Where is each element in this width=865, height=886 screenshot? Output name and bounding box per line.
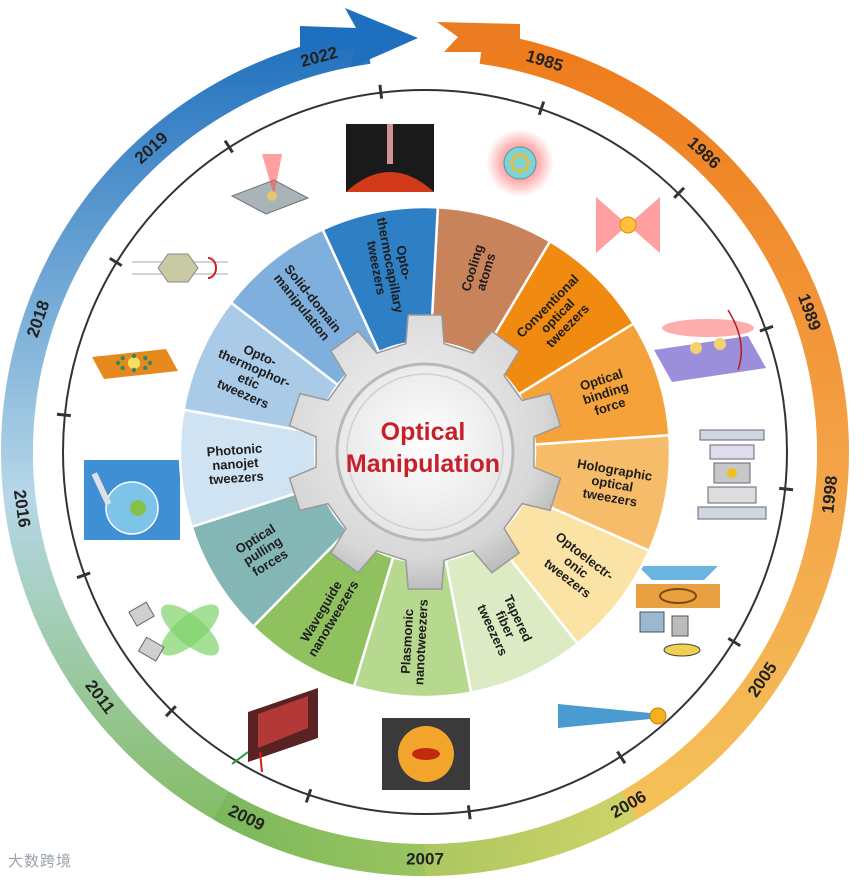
timeline-tick: [537, 101, 546, 116]
waveguide-icon: [231, 688, 318, 773]
timeline-arrow-tail-right: [437, 22, 520, 52]
timeline-tick: [616, 750, 627, 765]
capillary-flow-icon: [346, 124, 434, 192]
year-label-1998: 1998: [818, 475, 841, 515]
timeline-tick: [466, 805, 472, 820]
watermark: 大数跨境: [8, 853, 73, 870]
segment-label: Photonic: [206, 441, 263, 460]
segment-label: nanotweezers: [411, 599, 430, 686]
segment-label: Plasmonic: [398, 608, 416, 674]
gear-hub: [335, 362, 515, 542]
gear-hub-ring: [346, 373, 504, 531]
pulling-beam-icon: [128, 601, 220, 662]
rotating-crystal-icon: [132, 253, 228, 283]
year-label-2007: 2007: [406, 849, 444, 868]
timeline-tick: [778, 486, 794, 492]
timeline-tick: [108, 257, 123, 267]
center-title: Optical Manipulation: [346, 418, 500, 478]
thermophoretic-plate-icon: [92, 349, 178, 379]
segment-label: optical: [590, 473, 634, 495]
timeline-tick: [164, 705, 177, 718]
timeline-tick: [378, 84, 384, 99]
tapered-fiber-icon: [558, 704, 667, 728]
inner-border-circle: [62, 89, 788, 815]
title-line-1: Optical: [381, 418, 466, 446]
timeline-tick: [56, 412, 72, 418]
ring-arc-bottom: [213, 791, 637, 876]
atom-cloud-icon: [486, 129, 554, 197]
segment-label: nanojet: [212, 455, 260, 473]
timeline-tick: [76, 571, 91, 580]
segment-label: tweezers: [208, 469, 264, 488]
optoelectronic-setup-icon: [636, 566, 720, 657]
timeline-tick: [673, 186, 686, 199]
timeline-tick: [304, 788, 313, 803]
timeline-ring: [1, 8, 849, 876]
timeline-tick: [727, 637, 742, 647]
laser-focus-icon: [596, 197, 660, 253]
segment-label: Opto-: [393, 244, 414, 281]
binding-beams-icon: [654, 309, 766, 382]
thermal-chip-icon: [230, 154, 310, 215]
title-line-2: Manipulation: [346, 450, 500, 478]
timeline-arrow-head-left: [300, 8, 418, 68]
nanojet-sphere-icon: [84, 460, 180, 540]
illustrations: [84, 124, 767, 790]
holographic-setup-icon: [697, 429, 767, 520]
timeline-tick: [223, 139, 234, 154]
timeline-tick: [759, 324, 774, 333]
gear-icon: [288, 314, 562, 590]
plasmonic-cavity-icon: [382, 718, 470, 790]
